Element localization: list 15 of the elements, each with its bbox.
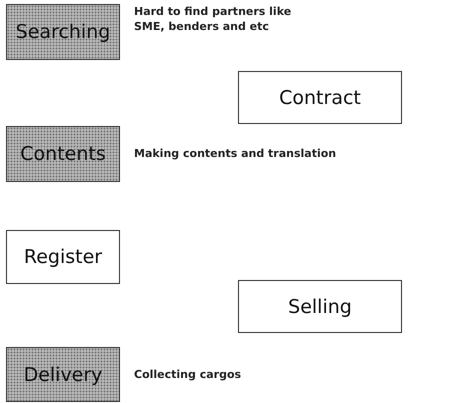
step-label: Searching: [16, 21, 110, 43]
step-label: Register: [24, 246, 102, 268]
shaded-step-box: [6, 347, 120, 402]
shaded-step-box: [6, 4, 120, 60]
step-label: Contract: [279, 86, 361, 108]
step-label: Selling: [288, 296, 352, 318]
step-label: Contents: [20, 143, 106, 165]
shaded-step-box: [6, 126, 120, 182]
step-label: Delivery: [24, 364, 102, 386]
step-box: [6, 230, 120, 284]
side-note: Making contents and translation: [134, 146, 338, 161]
side-note: Hard to find partners like SME, benders and etc: [134, 4, 292, 34]
step-box: [238, 280, 402, 333]
step-box: [238, 71, 402, 124]
side-note: Collecting cargos: [134, 367, 242, 382]
